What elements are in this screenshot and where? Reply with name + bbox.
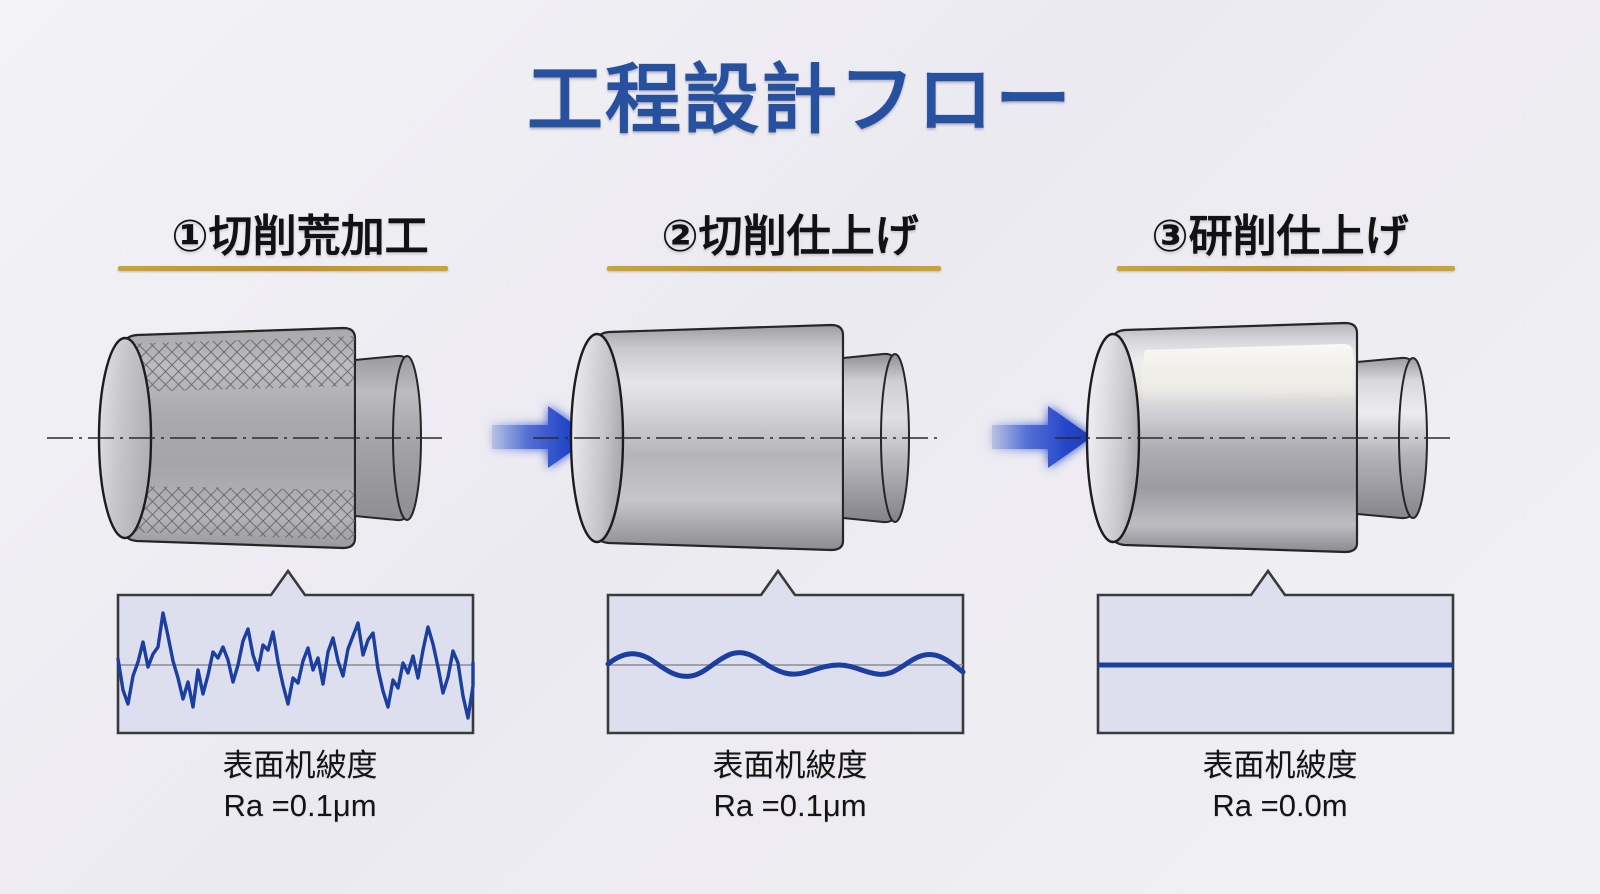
step-1-underline	[118, 266, 448, 271]
caption-1-line1: 表面机紴度	[222, 748, 378, 783]
specular-highlight	[1142, 344, 1353, 404]
roughness-profile-2	[545, 566, 1035, 741]
process-step-3: ③研削仕上げ	[1035, 0, 1525, 894]
caption-1: 表面机紴度 Ra =0.1μm	[55, 746, 545, 825]
caption-2-line1: 表面机紴度	[712, 748, 868, 783]
step-2-heading: ②切削仕上げ	[661, 212, 919, 261]
arrow-shape-1	[492, 406, 592, 468]
caption-2-line2: Ra =0.1μm	[713, 787, 867, 823]
profile-frame-3	[1096, 568, 1455, 735]
step-1-heading: ①切削荒加工	[171, 212, 429, 261]
part-illustration-rough	[47, 300, 545, 575]
caption-3: 表面机紴度 Ra =0.0m	[1035, 746, 1525, 825]
roughness-profile-1	[55, 566, 545, 741]
step-2-underline	[607, 266, 941, 271]
part-illustration-ground	[1035, 300, 1525, 575]
profile-frame-2	[606, 568, 965, 735]
roughness-trace-2	[605, 650, 966, 679]
process-step-2: ②切削仕上げ	[533, 0, 1035, 894]
page-title: 工程設計フロー	[527, 58, 1073, 143]
step-3-heading: ③研削仕上げ	[1151, 212, 1409, 261]
part-illustration-turned	[533, 300, 1035, 575]
caption-3-line1: 表面机紴度	[1202, 748, 1358, 783]
flow-arrow-2	[982, 392, 1102, 482]
roughness-profile-3	[1035, 566, 1525, 741]
roughness-trace-1	[116, 611, 475, 720]
caption-3-line2: Ra =0.0m	[1212, 787, 1348, 823]
caption-1-line2: Ra =0.1μm	[223, 787, 377, 823]
flow-arrow-1	[482, 392, 602, 482]
arrow-shape-2	[992, 406, 1092, 468]
caption-2: 表面机紴度 Ra =0.1μm	[545, 746, 1035, 825]
process-step-1: ①切削荒加工	[47, 0, 545, 894]
step-3-underline	[1117, 266, 1455, 271]
